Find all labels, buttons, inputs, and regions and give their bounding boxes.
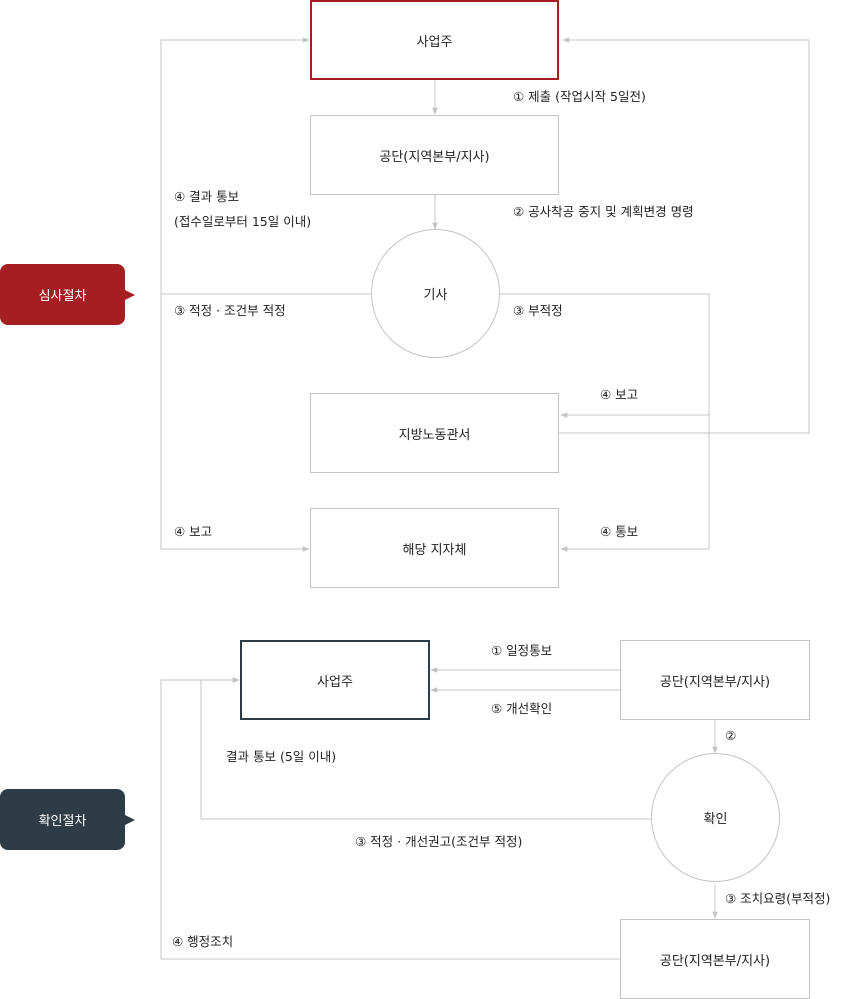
- review-agency-label: 공단(지역본부/지사): [379, 149, 490, 165]
- review-procedure-tag: 심사절차: [0, 264, 135, 325]
- review-owner-label: 사업주: [416, 34, 453, 50]
- confirm-check-label: 확인: [703, 812, 728, 827]
- confirm-agency-bottom-node: 공단(지역본부/지사): [620, 919, 810, 999]
- confirm-procedure-tag-label: 확인절차: [38, 814, 87, 829]
- review-minister-label: 기사: [423, 288, 448, 303]
- confirm-agency-top-label: 공단(지역본부/지사): [659, 674, 771, 690]
- label-stop-order: ② 공사착공 중지 및 계획변경 명령: [513, 204, 694, 219]
- confirm-procedure-tag: 확인절차: [0, 789, 135, 850]
- label-confirm-result-notice: 결과 통보 (5일 이내): [226, 749, 337, 764]
- confirm-owner-label: 사업주: [317, 674, 353, 690]
- label-result-notice-period: (접수일로부터 15일 이내): [174, 214, 312, 229]
- review-procedure-tag-label: 심사절차: [38, 289, 87, 304]
- label-action: ③ 조치요령(부적정): [725, 891, 831, 906]
- label-report-labor: ④ 보고: [600, 387, 639, 402]
- label-confirm-proper: ③ 적정 · 개선권고(조건부 적정): [355, 834, 523, 849]
- review-agency-node: 공단(지역본부/지사): [310, 115, 559, 195]
- arrow-report-to-local: [160, 294, 310, 552]
- label-improper: ③ 부적정: [513, 303, 563, 318]
- label-report-local: ④ 보고: [174, 524, 213, 539]
- review-labor-office-node: 지방노동관서: [310, 393, 559, 473]
- review-local-gov-label: 해당 지자체: [402, 542, 467, 558]
- confirm-agency-top-node: 공단(지역본부/지사): [620, 640, 810, 720]
- label-proper: ③ 적정 · 조건부 적정: [174, 303, 286, 318]
- label-notify-local: ④ 통보: [600, 524, 639, 539]
- label-submit: ① 제출 (작업시작 5일전): [513, 89, 646, 104]
- arrow-admin-to-owner: [160, 677, 621, 960]
- label-schedule: ① 일정통보: [491, 643, 553, 658]
- label-improve-check: ⑤ 개선확인: [491, 701, 553, 716]
- label-admin: ④ 행정조치: [172, 934, 234, 949]
- arrow-improper: [499, 293, 710, 552]
- label-result-notice: ④ 결과 통보: [174, 189, 240, 204]
- label-step2: ②: [725, 728, 737, 743]
- confirm-owner-node: 사업주: [240, 640, 430, 720]
- review-minister-node: 기사: [371, 229, 500, 358]
- confirm-agency-bottom-label: 공단(지역본부/지사): [659, 953, 771, 969]
- review-local-gov-node: 해당 지자체: [310, 508, 559, 588]
- arrow-labor-to-owner: [559, 37, 810, 434]
- review-labor-office-label: 지방노동관서: [398, 427, 471, 443]
- review-owner-node: 사업주: [310, 0, 559, 80]
- arrow-result-to-owner: [160, 37, 371, 295]
- confirm-check-node: 확인: [651, 753, 780, 882]
